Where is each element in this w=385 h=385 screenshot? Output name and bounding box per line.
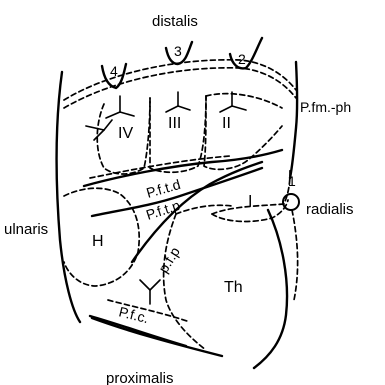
area-iv-label: IV (118, 125, 133, 142)
triradius-carpal (140, 280, 160, 304)
palm-ulnar-border (57, 72, 81, 322)
digit-1-marker (283, 194, 299, 210)
direction-radial-label: radialis (306, 201, 354, 218)
palm-radial-lower-border (254, 210, 287, 368)
thenar-area-outline (164, 214, 206, 350)
digit-4-label: 4 (110, 63, 118, 79)
area-thenar-label: Th (224, 279, 243, 296)
fold-metacarpophalangeal (64, 60, 296, 100)
digit-3-label: 3 (174, 43, 182, 59)
digit-1-label: 1 (288, 173, 296, 189)
direction-distal-label: distalis (152, 13, 198, 30)
direction-ulnar-label: ulnaris (4, 221, 48, 238)
triradius-a (106, 96, 134, 118)
area-hypothenar-label: H (92, 233, 104, 250)
interdigital-pad-ii-distal (206, 94, 282, 108)
triradius-b (166, 92, 190, 112)
area-i-label: I (248, 193, 252, 210)
digit-2-label: 2 (238, 51, 246, 67)
fold-transversa-proximalis-label: P.f.t.p (144, 197, 182, 223)
fold-metacarpophalangeal-label: P.fm.-ph (300, 99, 351, 115)
fold-transversa-distalis-dash (90, 156, 230, 178)
thenar-radial-dash (292, 210, 298, 300)
interdigital-pad-iii-outline (150, 96, 206, 172)
fold-carpal-label: P.f.c. (117, 303, 150, 326)
palm-radial-border (290, 62, 297, 178)
fold-metacarpophalangeal-inner (64, 68, 296, 108)
fold-thenar-label: p.f.p (155, 244, 183, 276)
area-iii-label: III (168, 115, 181, 132)
direction-proximal-label: proximalis (106, 370, 174, 385)
area-ii-label: II (222, 115, 231, 132)
